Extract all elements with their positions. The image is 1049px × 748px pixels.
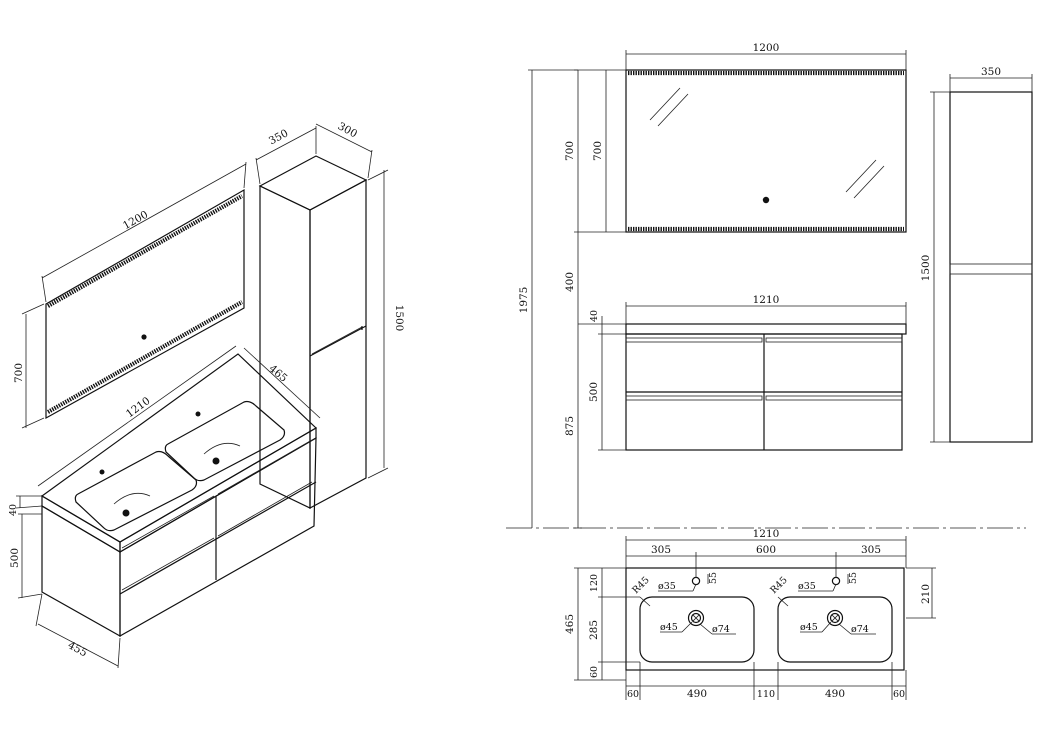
iso-mirror-width-label: 1200: [121, 209, 150, 232]
plan-basin-width-left-label: 490: [687, 688, 707, 700]
front-elevation: 1200 700 700 400 40 875: [506, 42, 1033, 529]
plan-overall-width-dim: 1210: [625, 528, 907, 568]
plan-tap-offset-right-label: 55: [848, 572, 859, 584]
front-floor-height-dim: 875: [564, 324, 582, 529]
plan-drain-right-outer-label: ø74: [851, 624, 869, 635]
front-vanity-width-label: 1210: [753, 294, 780, 306]
front-column-height-label: 1500: [920, 255, 932, 282]
plan-edge-left-label: 60: [627, 689, 639, 700]
front-column-width-dim: 350: [949, 66, 1033, 92]
front-top-thickness-dim: 40: [578, 310, 626, 335]
iso-vanity-depth-top-label: 465: [266, 363, 289, 385]
iso-vanity-depth-top-dim: 465: [243, 347, 321, 419]
plan-tap-hole-left-label: ø35: [658, 581, 676, 592]
plan-back-margin-label: 60: [589, 666, 600, 678]
plan-tap-offset-dim: 210: [906, 567, 936, 619]
front-total-height-label: 1975: [518, 287, 530, 314]
iso-column-height-dim: 1500: [367, 169, 405, 479]
plan-basin-depth-label: 285: [588, 620, 600, 640]
plan-left-annotations: R45 ø35 55 ø45 ø74: [630, 572, 736, 635]
plan-basin-width-right-label: 490: [825, 688, 845, 700]
plan-drain-left-inner-label: ø45: [660, 622, 678, 633]
iso-column-height-label: 1500: [393, 305, 405, 332]
plan-right-annotations: R45 ø35 55 ø45 ø74: [768, 572, 876, 635]
front-gap-label: 400: [564, 272, 576, 292]
plan-bottom-dims: 60 490 110 490 60: [625, 662, 907, 700]
plan-depth-label: 465: [564, 614, 576, 634]
iso-column-width-dim: 350: [255, 126, 317, 185]
iso-vanity-depth-bottom-label: 455: [66, 639, 89, 659]
plan-right-offset-label: 305: [861, 544, 881, 556]
plan-drain-right-inner-label: ø45: [800, 622, 818, 633]
top-plan: 1210 305 600 305 465 120 285 60: [564, 528, 936, 700]
iso-vanity-thickness-label: 40: [8, 504, 19, 516]
iso-mirror: [45, 188, 245, 420]
front-mirror-height-a-label: 700: [564, 141, 576, 161]
front-vanity: [625, 323, 907, 451]
iso-vanity: [40, 353, 317, 638]
plan-center-spacing-label: 600: [756, 544, 776, 556]
front-mirror-width-label: 1200: [753, 42, 780, 54]
isometric-view: 1200 700 350 300: [8, 120, 405, 669]
plan-tap-offset-label: 210: [920, 584, 932, 604]
front-total-height-dim: 1975: [518, 69, 578, 528]
front-column: [949, 91, 1033, 443]
iso-vanity-thickness-dim: 40: [8, 495, 43, 516]
plan-margin-dims: 120 285 60: [588, 568, 640, 680]
front-mirror: [625, 69, 907, 233]
front-gap-dim: 400: [564, 232, 579, 324]
iso-column-depth-label: 300: [336, 120, 359, 140]
iso-mirror-width-dim: 1200: [41, 161, 247, 303]
front-column-width-label: 350: [981, 66, 1001, 78]
plan-tap-hole-right-label: ø35: [798, 581, 816, 592]
plan-front-margin-label: 120: [589, 574, 600, 592]
plan-tap-spacing-dims: 305 600 305: [626, 544, 906, 578]
iso-vanity-height-dim: 500: [9, 513, 43, 599]
front-floor-height-label: 875: [564, 416, 576, 436]
plan-edge-right-label: 60: [893, 689, 905, 700]
front-column-height-dim: 1500: [920, 91, 950, 443]
plan-radius-left-label: R45: [630, 575, 651, 596]
front-mirror-width-dim: 1200: [625, 42, 907, 70]
iso-mirror-height-label: 700: [13, 363, 25, 383]
front-mirror-height-b-label: 700: [592, 141, 604, 161]
front-vanity-height-label: 500: [588, 382, 600, 402]
front-vanity-height-dim: 500: [588, 334, 626, 451]
plan-overall-width-label: 1210: [753, 528, 780, 540]
plan-middle-label: 110: [757, 689, 775, 700]
plan-depth-dim: 465: [564, 567, 626, 681]
iso-vanity-height-label: 500: [9, 548, 21, 568]
plan-tap-offset-left-label: 55: [708, 572, 719, 584]
front-top-thickness-label: 40: [589, 310, 600, 322]
plan-radius-right-label: R45: [768, 575, 789, 596]
iso-column-width-label: 350: [267, 127, 290, 147]
plan-drain-left-outer-label: ø74: [712, 624, 730, 635]
front-mirror-height-dims: 700 700: [564, 69, 626, 233]
iso-column: [258, 155, 368, 510]
iso-vanity-depth-bottom-dim: 455: [35, 593, 121, 669]
front-vanity-width-dim: 1210: [625, 294, 907, 324]
plan-left-offset-label: 305: [651, 544, 671, 556]
iso-mirror-height-dim: 700: [13, 303, 45, 429]
iso-vanity-width-label: 1210: [124, 395, 153, 420]
